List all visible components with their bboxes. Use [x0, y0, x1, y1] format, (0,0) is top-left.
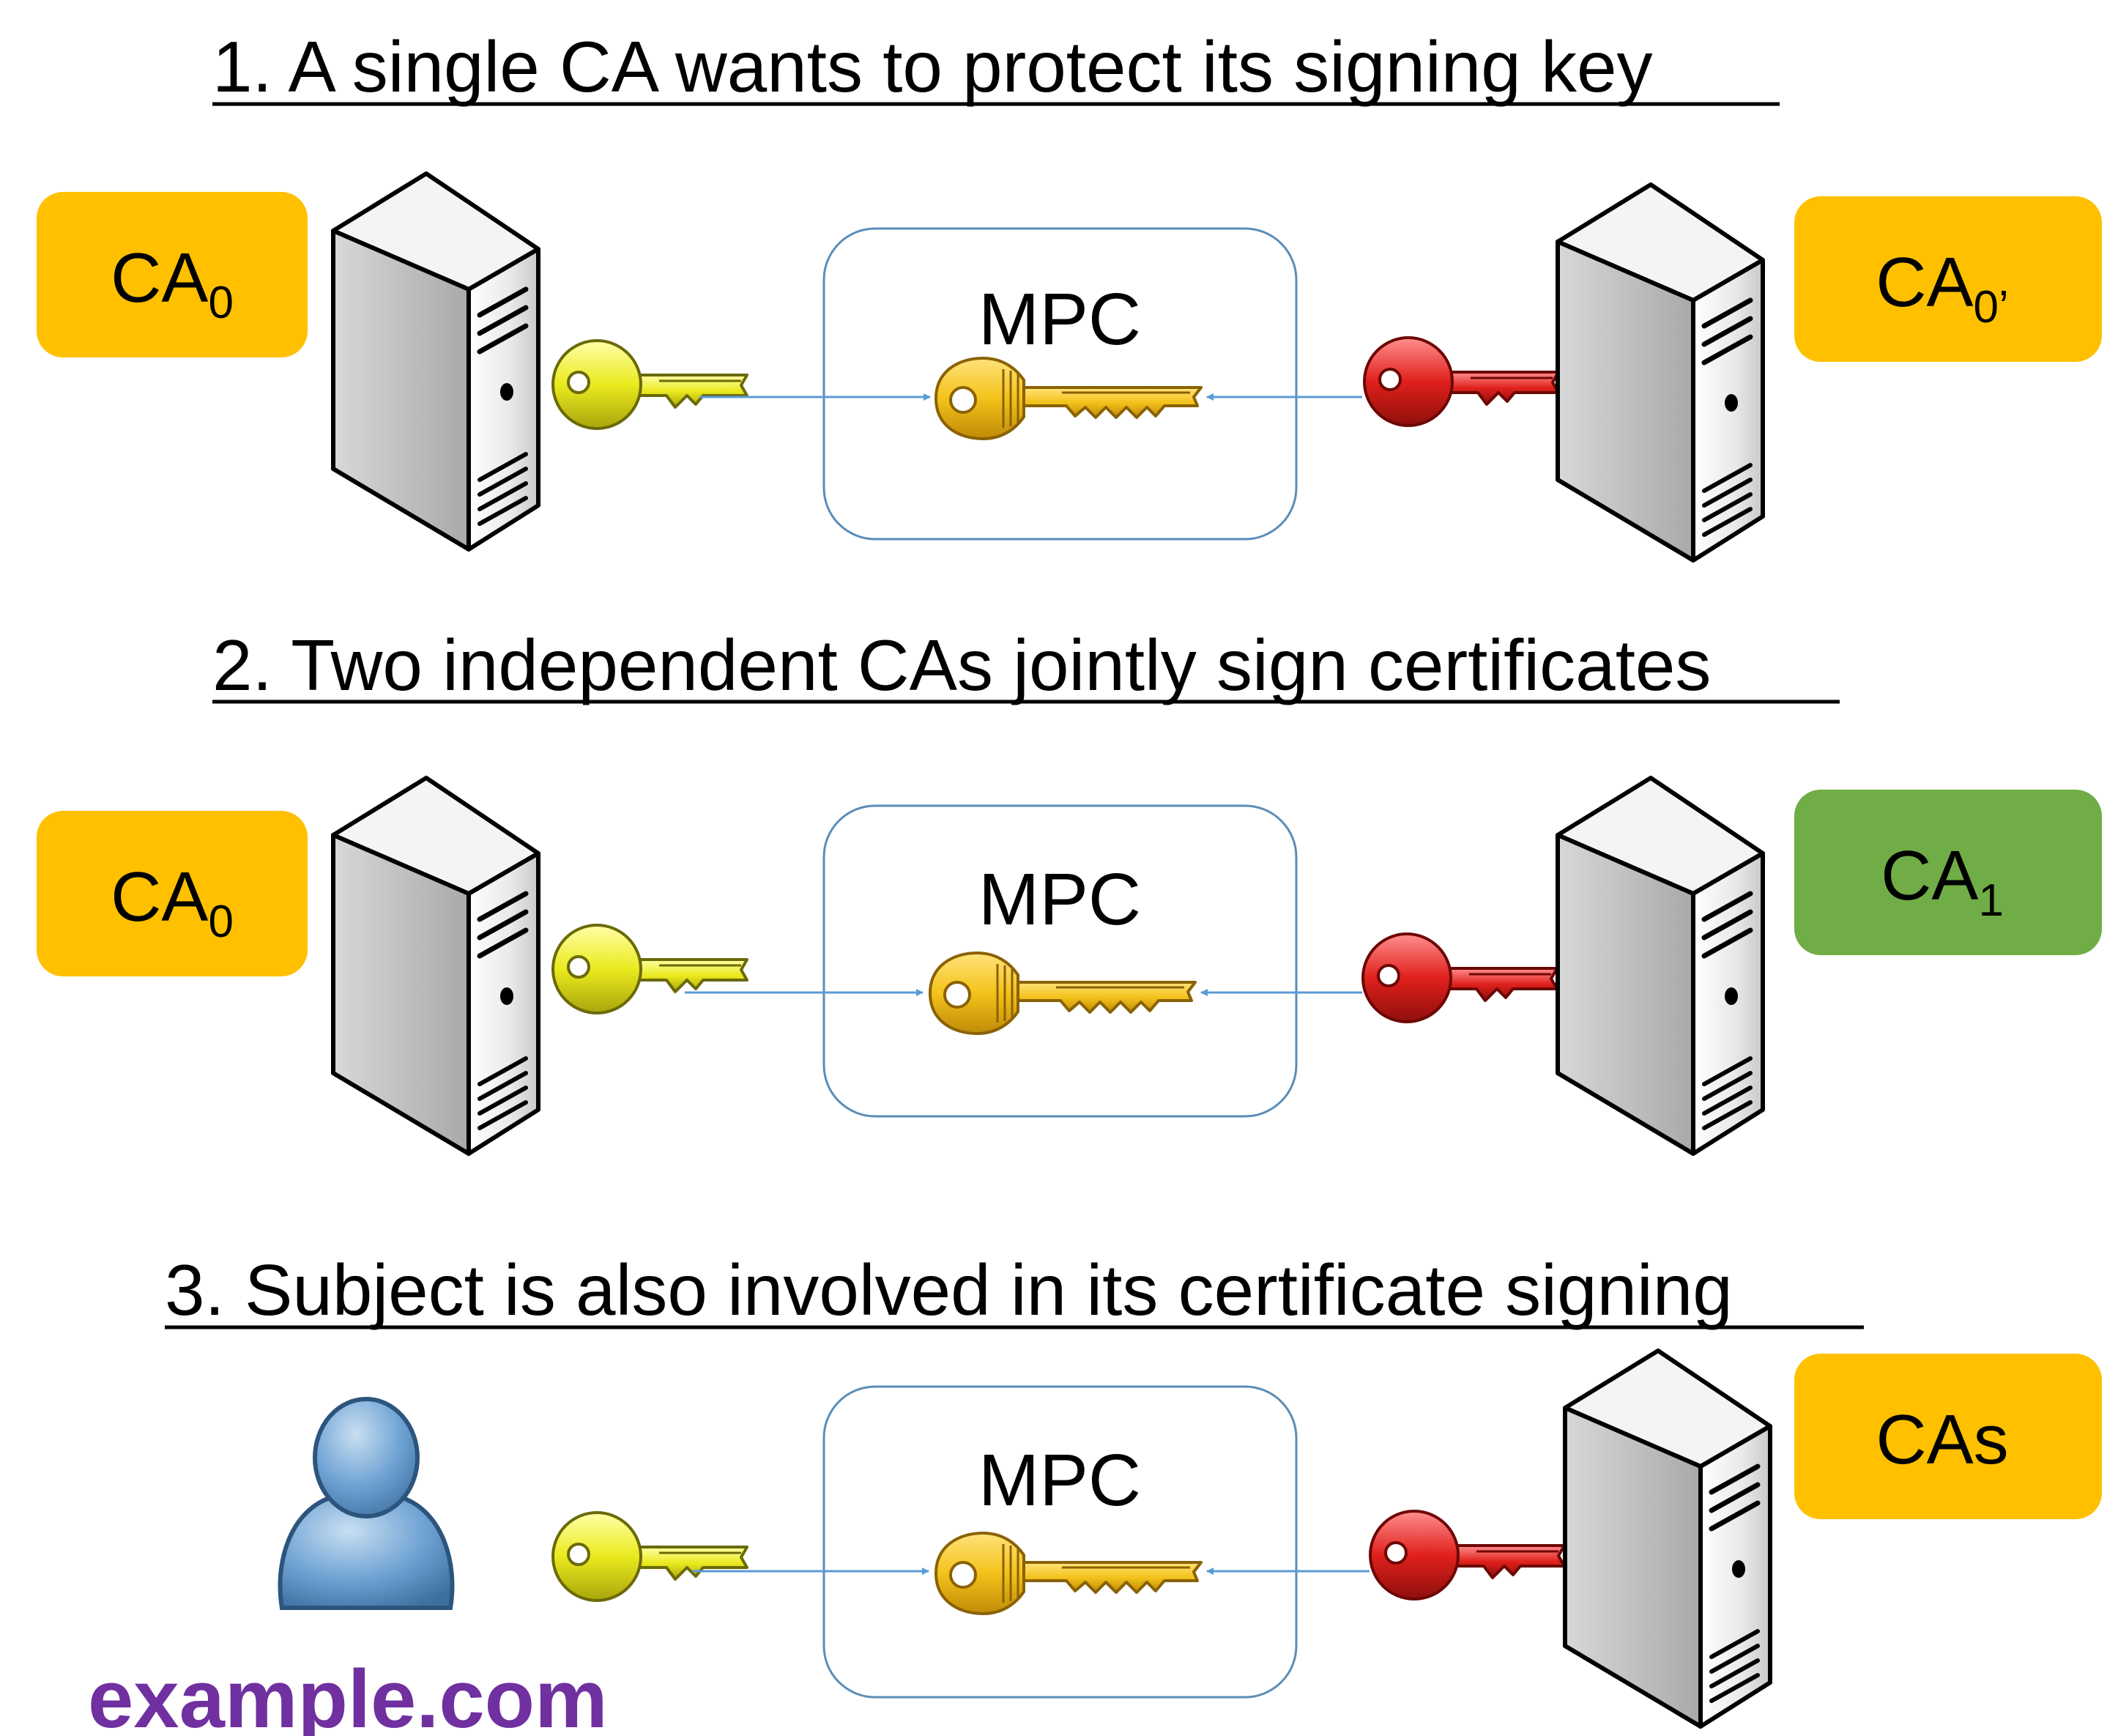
- section-heading: 1. A single CA wants to protect its sign…: [212, 26, 1653, 107]
- ca-box-right: [1794, 196, 2102, 362]
- ca-label-right: CAs: [1876, 1401, 2008, 1479]
- ca-label-left: CA0: [111, 239, 234, 328]
- server-icon: [1558, 185, 1763, 560]
- server-icon: [1565, 1351, 1770, 1726]
- ca-box-left: [37, 192, 308, 357]
- mpc-label: MPC: [978, 1439, 1141, 1521]
- server-icon: [1558, 778, 1763, 1154]
- yellow-key-icon: [551, 1511, 748, 1602]
- mpc-label: MPC: [978, 858, 1141, 941]
- server-icon: [333, 174, 538, 549]
- ca-box-right: [1794, 790, 2102, 955]
- mpc-box: [822, 804, 1298, 1118]
- ca-box-left: [37, 811, 308, 976]
- ca-label-right: CA0’: [1876, 243, 2009, 333]
- user-icon: [280, 1399, 453, 1608]
- ca-label-right: CA1: [1881, 837, 2004, 926]
- section-3: 3. Subject is also involved in its certi…: [88, 1250, 2102, 1736]
- ca-label-left: CA0: [111, 858, 234, 947]
- yellow-key-icon: [551, 924, 748, 1014]
- yellow-key-icon: [551, 339, 748, 430]
- domain-label: example.com: [88, 1653, 608, 1736]
- mpc-box: [822, 227, 1298, 541]
- red-key-icon: [1363, 336, 1560, 427]
- mpc-label: MPC: [978, 278, 1141, 360]
- server-icon: [333, 778, 538, 1154]
- section-1: 1. A single CA wants to protect its sign…: [37, 26, 2102, 560]
- section-heading: 2. Two independent CAs jointly sign cert…: [212, 625, 1711, 705]
- section-2: 2. Two independent CAs jointly sign cert…: [37, 625, 2102, 1154]
- section-heading: 3. Subject is also involved in its certi…: [165, 1250, 1733, 1330]
- red-key-icon: [1361, 932, 1558, 1023]
- ca-box-right: [1794, 1354, 2102, 1519]
- mpc-box: [822, 1385, 1298, 1699]
- red-key-icon: [1369, 1510, 1566, 1600]
